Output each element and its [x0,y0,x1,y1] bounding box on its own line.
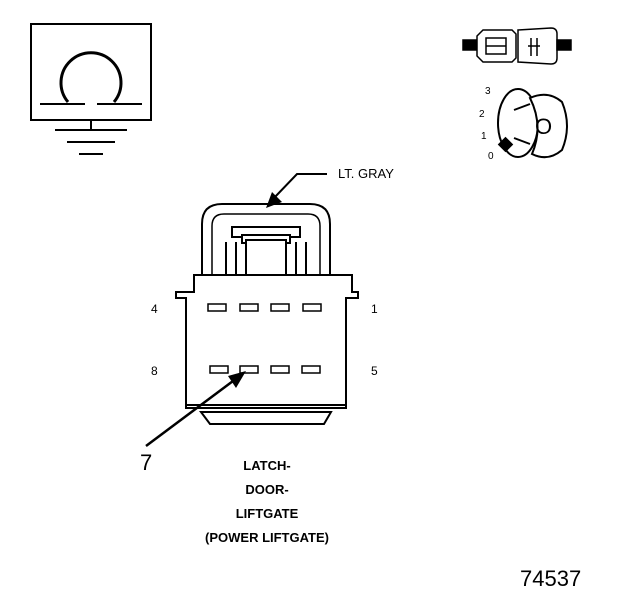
cavity-1 [302,303,322,312]
pin-label-4: 4 [151,302,158,316]
key-position-3: 3 [485,86,491,97]
key-position-1: 1 [481,131,487,142]
cavity-5 [301,365,321,374]
wire-color-label: LT. GRAY [338,166,394,181]
caption-line-1: LATCH- [243,458,291,473]
cavity-7 [239,365,259,374]
cavity-row-top [207,303,322,312]
caption-line-3: LIFTGATE [235,506,299,521]
key-position-2: 2 [479,109,485,120]
cavity-4 [207,303,227,312]
key-letter: O [535,114,553,139]
cavity-6 [270,365,290,374]
pin-label-1: 1 [371,302,378,316]
caption-line-4: (POWER LIFTGATE) [205,530,329,545]
ignition-key-icon [497,88,568,159]
cavity-3 [239,303,259,312]
key-position-0: 0 [488,151,494,162]
ohmmeter-ground-icon [30,23,152,155]
connector-body [175,203,359,425]
cavity-2 [270,303,290,312]
figure-number: 74537 [520,566,582,591]
connector-terminal-icon [462,27,572,65]
pin-label-5: 5 [371,364,378,378]
wire-color-leader [266,173,327,208]
pin-label-8: 8 [151,364,158,378]
cavity-8 [209,365,229,374]
caption-line-2: DOOR- [245,482,289,497]
cavity-callout-number: 7 [140,450,153,475]
cavity-row-bottom [209,365,321,374]
cavity-callout-arrow [145,371,246,448]
